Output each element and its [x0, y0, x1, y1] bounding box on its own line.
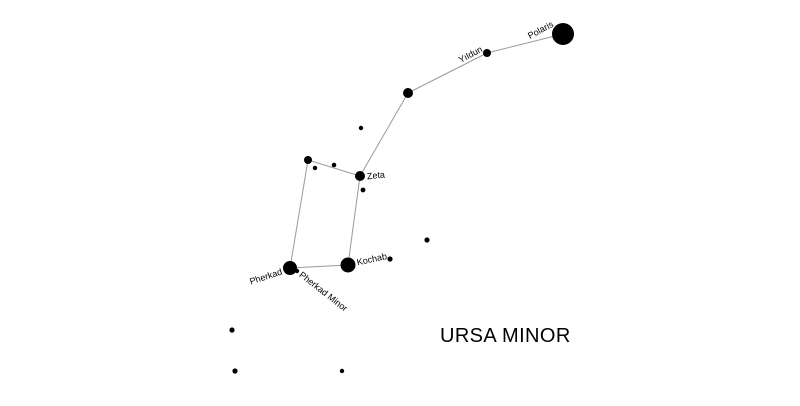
star-field-9	[339, 368, 345, 374]
star-epsilon	[403, 88, 413, 98]
star-yildun[interactable]	[483, 49, 491, 57]
star-pherkad-minor[interactable]	[294, 268, 300, 274]
star-field-6	[387, 256, 393, 262]
constellation-line-zeta-eta	[307, 159, 361, 177]
star-polaris[interactable]	[552, 23, 574, 45]
star-field-7	[229, 327, 235, 333]
star-field-1	[358, 125, 364, 131]
constellation-line-zeta-kochab	[347, 175, 361, 266]
star-label-kochab: Kochab	[356, 251, 388, 267]
star-field-3	[312, 165, 318, 171]
star-label-zeta: Zeta	[366, 170, 385, 182]
constellation-line-epsilon-zeta	[359, 92, 409, 177]
constellation-line-polaris-yildun	[486, 33, 564, 54]
constellation-line-kochab-pherkad	[289, 264, 349, 269]
star-field-2	[331, 162, 337, 168]
star-label-pherkad: Pherkad	[248, 267, 283, 287]
star-zeta[interactable]	[355, 171, 365, 181]
star-label-pherkad-minor: Pherkad Minor	[297, 270, 349, 314]
constellation-lines-group	[289, 33, 564, 269]
star-kochab[interactable]	[340, 257, 356, 273]
star-field-8	[232, 368, 238, 374]
stars-group	[229, 23, 574, 374]
star-field-5	[424, 237, 430, 243]
constellation-line-eta-pherkad	[289, 159, 309, 269]
star-field-4	[360, 187, 366, 193]
constellation-line-yildun-epsilon	[407, 52, 488, 94]
constellation-title: URSA MINOR	[440, 325, 571, 347]
star-eta	[304, 156, 312, 164]
star-pherkad[interactable]	[283, 261, 297, 275]
